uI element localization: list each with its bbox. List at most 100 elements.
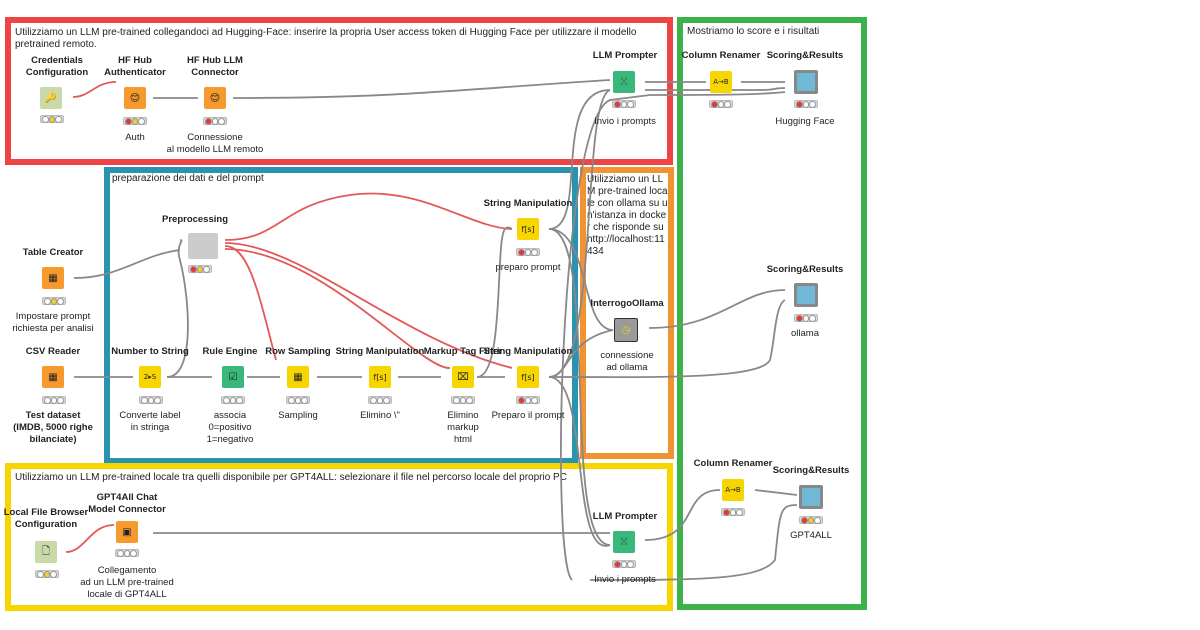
node-description: Sampling (278, 410, 318, 421)
chip-icon[interactable]: ▣ (116, 521, 138, 543)
node-credentials-configuration[interactable]: Credentials Configuration 🔑 (22, 55, 92, 145)
node-status (799, 516, 823, 524)
credential-connection (65, 524, 115, 553)
brain-icon[interactable]: ꔘ (613, 531, 635, 553)
node-status (203, 117, 227, 125)
node-description: Auth (125, 132, 145, 143)
node-string-manipulation-elimino[interactable]: String Manipulation f[s] Elimino \" (332, 346, 428, 426)
node-title: Preprocessing (162, 214, 228, 225)
node-title: LLM Prompter (592, 511, 658, 522)
clock-icon[interactable]: ◷ (614, 318, 638, 342)
node-status (188, 265, 212, 273)
grid-icon[interactable]: ▦ (287, 366, 309, 388)
node-scoring-results-1[interactable]: Scoring&Results Hugging Face (762, 50, 848, 130)
node-title: String Manipulation (483, 346, 573, 357)
node-title: Column Renamer (681, 50, 761, 61)
rule-icon[interactable]: ☑ (222, 366, 244, 388)
node-interrogo-ollama[interactable]: InterrogoOllama ◷ connessione ad ollama (586, 298, 668, 378)
node-title: Scoring&Results (766, 50, 844, 61)
function-icon[interactable]: f[s] (517, 366, 539, 388)
node-local-file-browser-configuration[interactable]: Local File Browser Configuration 🗋 (0, 507, 92, 587)
model-connection (232, 79, 611, 99)
node-hf-hub-llm-connector[interactable]: HF Hub LLM Connector 😊 Connessione al mo… (167, 55, 264, 155)
data-connection (644, 489, 721, 541)
data-connection (166, 239, 189, 378)
node-row-sampling[interactable]: Row Sampling ▦ Sampling (258, 346, 338, 426)
csv-icon[interactable]: ▦ (42, 366, 64, 388)
key-icon[interactable]: 🔑 (40, 87, 62, 109)
data-connection (648, 289, 786, 329)
node-status (35, 570, 59, 578)
credential-connection (72, 81, 117, 98)
function-icon[interactable]: f[s] (517, 218, 539, 240)
node-status (139, 396, 163, 404)
component-icon[interactable] (794, 70, 818, 94)
component-icon[interactable] (794, 283, 818, 307)
node-status (516, 396, 540, 404)
node-column-renamer-2[interactable]: Column Renamer A→B (690, 458, 776, 528)
node-status (516, 248, 540, 256)
node-rule-engine[interactable]: Rule Engine ☑ associa 0=positivo 1=negat… (190, 346, 270, 446)
node-hf-hub-authenticator[interactable]: HF Hub Authenticator 😊 Auth (100, 55, 170, 145)
node-csv-reader[interactable]: CSV Reader ▦ Test dataset (IMDB, 5000 ri… (5, 346, 101, 446)
annotation-hf-text: Utilizziamo un LLM pre-trained collegand… (15, 27, 637, 50)
node-description: Collegamento ad un LLM pre-trained local… (80, 565, 174, 600)
data-connection (548, 89, 611, 378)
node-description: Hugging Face (775, 116, 835, 127)
rename-icon[interactable]: A→B (710, 71, 732, 93)
node-status (42, 396, 66, 404)
table-icon[interactable]: ▦ (42, 267, 64, 289)
annotation-results: Mostriamo lo score e i risultati (677, 17, 867, 610)
data-connection (560, 91, 786, 581)
hugging-face-icon[interactable]: 😊 (204, 87, 226, 109)
node-description: preparo prompt (495, 262, 561, 273)
data-connection (754, 489, 798, 496)
brain-icon[interactable]: ꔘ (613, 71, 635, 93)
node-description: Converte label in stringa (119, 410, 181, 433)
node-preprocessing[interactable]: Preprocessing (160, 214, 240, 284)
node-status (286, 396, 310, 404)
node-gpt4all-chat-model-connector[interactable]: GPT4All Chat Model Connector ▣ Collegame… (72, 492, 182, 607)
node-llm-prompter-1[interactable]: LLM Prompter ꔘ Invio i prompts (585, 50, 665, 130)
node-description: Preparo il prompt (491, 410, 565, 421)
metanode-icon[interactable] (188, 233, 218, 259)
node-title: InterrogoOllama (590, 298, 664, 309)
node-status (221, 396, 245, 404)
node-description: Elimino markup html (447, 410, 479, 445)
node-title: String Manipulation (335, 346, 425, 357)
hugging-face-icon[interactable]: 😊 (124, 87, 146, 109)
node-title: String Manipulation (483, 198, 573, 209)
rename-icon[interactable]: A→B (722, 479, 744, 501)
node-title: GPT4All Chat Model Connector (88, 492, 166, 515)
function-icon[interactable]: f[s] (369, 366, 391, 388)
data-connection (73, 249, 181, 279)
data-connection (476, 226, 513, 378)
node-string-manipulation-preparo[interactable]: String Manipulation f[s] Preparo il prom… (478, 346, 578, 426)
node-status (721, 508, 745, 516)
node-description: Invio i prompts (594, 574, 656, 585)
node-description: connessione ad ollama (600, 350, 654, 373)
node-description: GPT4ALL (790, 530, 832, 541)
node-description: Elimino \" (360, 410, 400, 421)
node-description: Test dataset (IMDB, 5000 righe bilanciat… (13, 410, 93, 445)
node-title: Scoring&Results (766, 264, 844, 275)
node-scoring-results-2[interactable]: Scoring&Results ollama (762, 264, 848, 344)
filter-icon[interactable]: ⌧ (452, 366, 474, 388)
node-scoring-results-3[interactable]: Scoring&Results GPT4ALL (768, 465, 854, 545)
node-column-renamer-1[interactable]: Column Renamer A→B (678, 50, 764, 120)
component-icon[interactable] (799, 485, 823, 509)
node-status (42, 297, 66, 305)
annotation-ollama: Utilizziamo un LLM pre-trained locale co… (580, 167, 674, 459)
node-markup-tag-filter[interactable]: Markup Tag Filter ⌧ Elimino markup html (418, 346, 508, 446)
node-title: HF Hub LLM Connector (187, 55, 243, 78)
node-description: ollama (791, 328, 819, 339)
file-icon[interactable]: 🗋 (35, 541, 57, 563)
data-connection (548, 228, 611, 546)
node-table-creator[interactable]: Table Creator ▦ Impostare prompt richies… (5, 247, 101, 347)
node-llm-prompter-2[interactable]: LLM Prompter ꔘ Invio i prompts (585, 511, 665, 591)
node-number-to-string[interactable]: Number to String 2▸S Converte label in s… (105, 346, 195, 436)
node-string-manipulation-prompt[interactable]: String Manipulation f[s] preparo prompt (478, 198, 578, 278)
convert-icon[interactable]: 2▸S (139, 366, 161, 388)
data-connection (548, 89, 611, 230)
